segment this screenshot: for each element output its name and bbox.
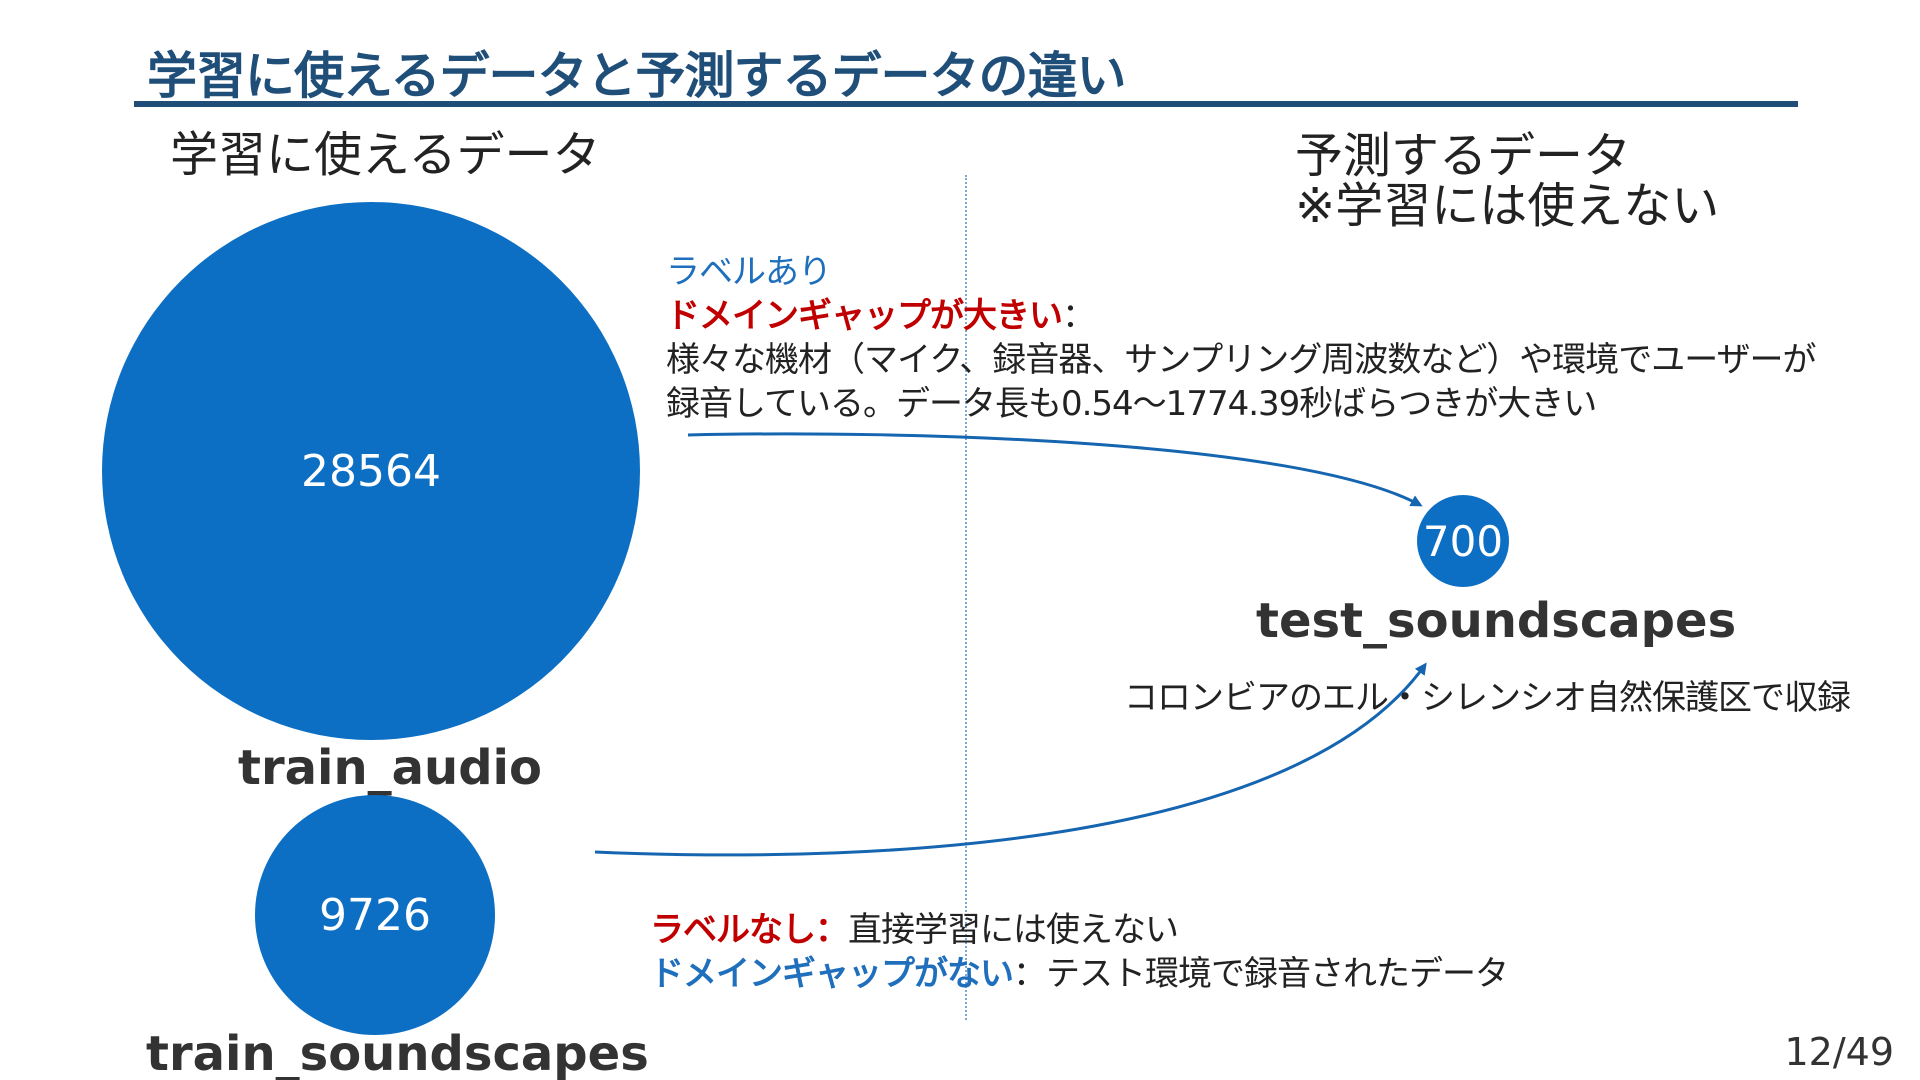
recording-location-note: コロンビアのエル・シレンシオ自然保護区で収録 xyxy=(1124,678,1851,718)
train-audio-circle: 28564 xyxy=(102,202,640,740)
label-available-text: ラベルあり xyxy=(666,252,832,292)
right-heading: 予測するデータ ※学習には使えない xyxy=(1295,131,1719,232)
train-audio-desc-line2: 録音している。データ長も0.54～1774.39秒ばらつきが大きい xyxy=(666,384,1597,424)
test-soundscapes-label: test_soundscapes xyxy=(1256,593,1737,649)
right-heading-line1: 予測するデータ xyxy=(1295,128,1632,184)
train-soundscapes-label: train_soundscapes xyxy=(146,1026,649,1080)
no-label-line: ラベルなし：直接学習には使えない xyxy=(650,908,1508,952)
no-label-text: ラベルなし： xyxy=(650,910,849,950)
train-audio-count: 28564 xyxy=(301,445,441,497)
domain-gap-colon: ： xyxy=(1062,296,1096,336)
no-label-desc: 直接学習には使えない xyxy=(848,910,1179,950)
test-soundscapes-circle: 700 xyxy=(1417,495,1509,587)
test-soundscapes-count: 700 xyxy=(1422,516,1504,566)
no-domain-gap-desc: ：テスト環境で録音されたデータ xyxy=(1013,954,1509,994)
no-domain-gap-line: ドメインギャップがない：テスト環境で録音されたデータ xyxy=(650,952,1509,996)
no-domain-gap-text: ドメインギャップがない xyxy=(650,954,1014,994)
train-audio-note: ラベルあり ドメインギャップが大きい： 様々な機材（マイク、録音器、サンプリング… xyxy=(666,250,1817,426)
domain-gap-line: ドメインギャップが大きい： xyxy=(666,294,1816,338)
train-soundscapes-count: 9726 xyxy=(319,889,431,941)
domain-gap-large-text: ドメインギャップが大きい xyxy=(666,296,1063,336)
train-audio-label: train_audio xyxy=(238,740,542,796)
train-soundscapes-note: ラベルなし：直接学習には使えない ドメインギャップがない：テスト環境で録音された… xyxy=(650,908,1509,996)
left-heading: 学習に使えるデータ xyxy=(170,127,601,183)
slide-title: 学習に使えるデータと予測するデータの違い xyxy=(147,47,1126,105)
center-divider xyxy=(965,175,967,1020)
train-soundscapes-circle: 9726 xyxy=(255,795,495,1035)
arrow-train-audio-to-test xyxy=(687,432,1423,507)
page-number: 12/49 xyxy=(1784,1030,1894,1074)
right-heading-line2: ※学習には使えない xyxy=(1295,178,1720,235)
train-audio-desc-line1: 様々な機材（マイク、録音器、サンプリング周波数など）や環境でユーザーが xyxy=(666,340,1817,380)
title-underline xyxy=(134,101,1798,107)
